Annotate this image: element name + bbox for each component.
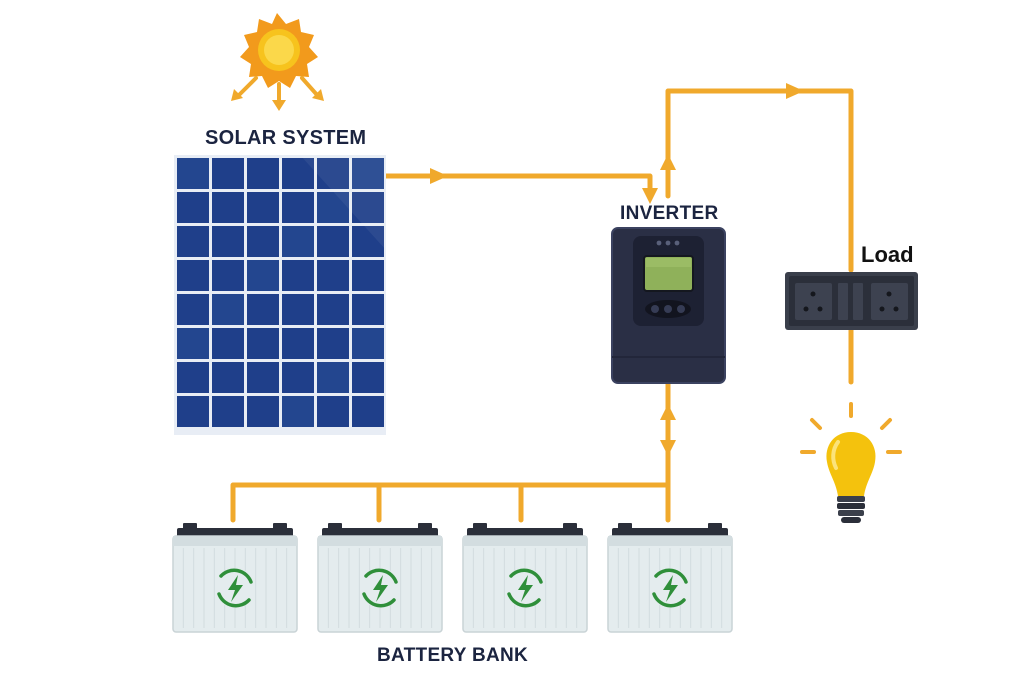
- panel-cell: [247, 226, 279, 257]
- battery-bank-label: BATTERY BANK: [377, 645, 529, 666]
- battery-bank: [172, 523, 733, 633]
- light-bulb-icon: [800, 402, 902, 523]
- panel-cell: [317, 192, 349, 223]
- panel-cell: [247, 294, 279, 325]
- arrow-down-1: [642, 188, 658, 204]
- wire-arrows: [430, 83, 804, 456]
- panel-cell: [177, 396, 209, 427]
- panel-cell: [247, 158, 279, 189]
- panel-cell: [317, 362, 349, 393]
- panel-cell: [352, 192, 384, 223]
- wire-panel-to-inverter: [383, 173, 653, 199]
- panel-cell: [317, 328, 349, 359]
- panel-cell: [352, 260, 384, 291]
- panel-cell: [247, 396, 279, 427]
- panel-cell: [352, 328, 384, 359]
- panel-cell: [317, 294, 349, 325]
- panel-cell: [212, 328, 244, 359]
- arrow-right-1: [430, 168, 448, 184]
- panel-cell: [282, 192, 314, 223]
- panel-cell: [317, 396, 349, 427]
- arrow-up-2: [660, 404, 676, 420]
- panel-cell: [177, 192, 209, 223]
- panel-cell: [317, 158, 349, 189]
- panel-cell: [352, 396, 384, 427]
- panel-cell: [282, 260, 314, 291]
- panel-cell: [282, 226, 314, 257]
- panel-cell: [247, 192, 279, 223]
- bolt-icon: [650, 568, 690, 608]
- solar-system-label: SOLAR SYSTEM: [205, 127, 367, 149]
- panel-cell: [317, 226, 349, 257]
- panel-cell: [177, 328, 209, 359]
- battery-icon: [172, 523, 298, 633]
- panel-cell: [177, 226, 209, 257]
- bolt-icon: [505, 568, 545, 608]
- panel-cell: [212, 362, 244, 393]
- panel-cell: [282, 158, 314, 189]
- panel-cell: [247, 362, 279, 393]
- panel-cell: [247, 328, 279, 359]
- panel-cell: [177, 362, 209, 393]
- sun-icon: [231, 13, 324, 111]
- bolt-icon: [215, 568, 255, 608]
- arrow-down-2: [660, 440, 676, 456]
- panel-cell: [282, 328, 314, 359]
- panel-cell: [212, 260, 244, 291]
- panel-cell: [177, 260, 209, 291]
- load-label: Load: [861, 242, 914, 267]
- battery-icon: [607, 523, 733, 633]
- battery-icon: [317, 523, 443, 633]
- arrow-right-2: [786, 83, 804, 99]
- bolt-icon: [360, 568, 400, 608]
- panel-cell: [177, 294, 209, 325]
- panel-cell: [352, 294, 384, 325]
- solar-panel-icon: [174, 155, 386, 435]
- arrow-up-1: [660, 154, 676, 170]
- panel-cell: [282, 294, 314, 325]
- inverter-label: INVERTER: [620, 203, 719, 224]
- battery-icon: [462, 523, 588, 633]
- panel-cell: [212, 226, 244, 257]
- socket-load-icon: [785, 272, 918, 330]
- panel-cells: [177, 158, 384, 427]
- panel-cell: [352, 158, 384, 189]
- wire-battery-bus: [230, 482, 671, 523]
- panel-cell: [247, 260, 279, 291]
- panel-cell: [352, 226, 384, 257]
- panel-cell: [352, 362, 384, 393]
- panel-cell: [212, 158, 244, 189]
- inverter-icon: [611, 227, 726, 384]
- panel-cell: [317, 260, 349, 291]
- panel-cell: [212, 294, 244, 325]
- wire-inverter-to-load: [665, 88, 854, 273]
- panel-cell: [177, 158, 209, 189]
- panel-cell: [212, 396, 244, 427]
- panel-cell: [212, 192, 244, 223]
- panel-cell: [282, 362, 314, 393]
- panel-cell: [282, 396, 314, 427]
